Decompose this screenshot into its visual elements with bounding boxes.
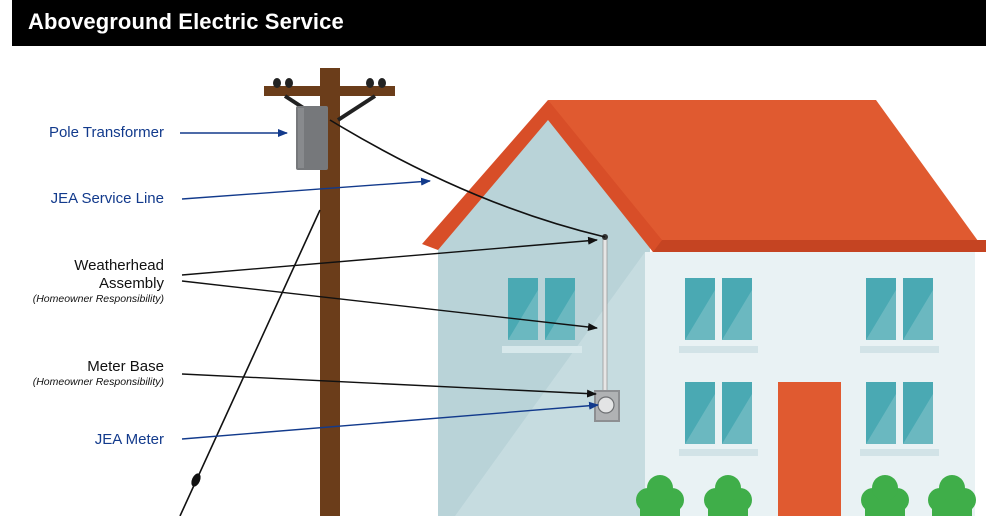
- shrub: [636, 475, 684, 516]
- front-window: [866, 278, 896, 340]
- transformer-highlight: [298, 108, 304, 168]
- house-shadow: [455, 252, 645, 516]
- insulators: [273, 78, 386, 88]
- label-pole-transformer: Pole Transformer: [48, 124, 164, 141]
- front-door: [778, 382, 841, 516]
- front-window: [722, 278, 752, 340]
- jea-service-line: [329, 119, 606, 238]
- jea-meter: [597, 396, 615, 414]
- front-window: [685, 278, 715, 340]
- roof: [548, 100, 986, 252]
- guy-wire-insulator: [191, 473, 201, 487]
- weatherhead-arrow-lower: [181, 280, 598, 331]
- shrubs: [636, 475, 976, 516]
- label-meter-base: Meter Base: [87, 358, 164, 375]
- gable-trim: [422, 100, 662, 252]
- side-window-right: [545, 278, 575, 340]
- window-sill: [860, 449, 939, 456]
- label-service-line: JEA Service Line: [50, 190, 164, 207]
- label-weatherhead-line2: Assembly: [98, 275, 164, 292]
- label-weatherhead-note: (Homeowner Responsibility): [32, 293, 164, 305]
- window-sill: [860, 346, 939, 353]
- brace: [336, 94, 377, 122]
- title-bar: Aboveground Electric Service: [12, 0, 986, 46]
- label-weatherhead-line1: Weatherhead: [74, 257, 164, 274]
- front-window: [903, 278, 933, 340]
- house: [422, 100, 986, 516]
- label-jea-meter: JEA Meter: [94, 431, 164, 448]
- crossarm: [264, 86, 395, 96]
- service-mast: [602, 236, 608, 394]
- pole-guy-wire: [179, 209, 321, 516]
- pole: [320, 68, 340, 516]
- side-window-left: [508, 278, 538, 340]
- front-window: [685, 382, 715, 444]
- side-window-sill: [502, 346, 582, 353]
- service-line-arrow: [181, 177, 431, 200]
- front-window: [722, 382, 752, 444]
- shrub: [704, 475, 752, 516]
- diagram-title: Aboveground Electric Service: [28, 9, 344, 34]
- window-reflections: [508, 290, 933, 444]
- meter-base-arrow: [181, 373, 597, 398]
- window-sill: [679, 346, 758, 353]
- window-sill: [679, 449, 758, 456]
- front-window: [866, 382, 896, 444]
- roof-edge: [653, 240, 986, 252]
- shrub: [928, 475, 976, 516]
- front-window: [903, 382, 933, 444]
- weatherhead-arrow-upper: [181, 236, 598, 276]
- shrub: [861, 475, 909, 516]
- jea-meter-arrow: [181, 401, 599, 440]
- label-meter-base-note: (Homeowner Responsibility): [32, 376, 164, 388]
- utility-pole: [264, 68, 395, 516]
